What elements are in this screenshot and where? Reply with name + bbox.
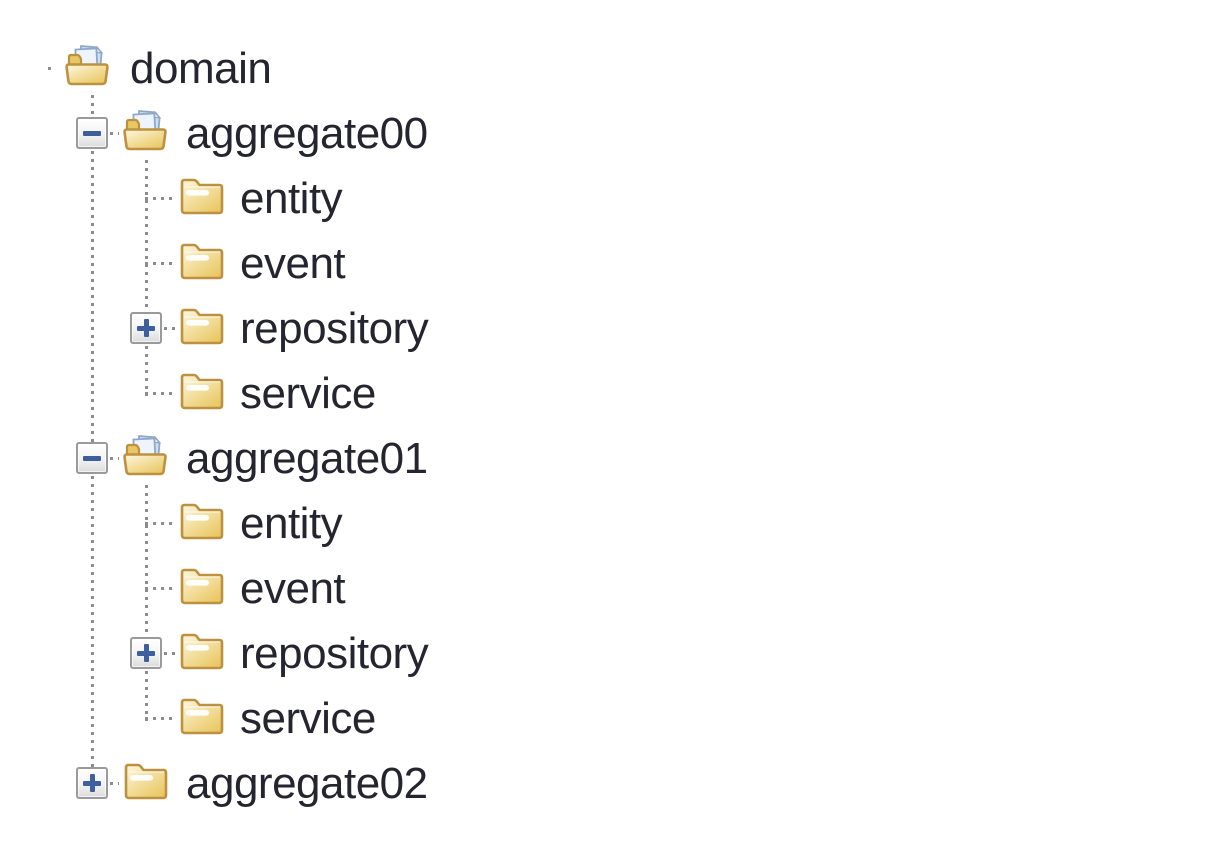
tree-connector-line — [164, 327, 175, 330]
tree-item-label[interactable]: aggregate02 — [186, 759, 428, 808]
tree-connector-line — [110, 132, 119, 135]
tree-item-label[interactable]: event — [240, 564, 346, 613]
tree-row-entity-2: entity — [0, 166, 1208, 231]
expander-minus-icon[interactable] — [76, 117, 108, 149]
folder-open-icon[interactable] — [122, 433, 168, 479]
folder-open-icon[interactable] — [122, 108, 168, 154]
tree-connector-line — [144, 670, 148, 721]
folder-closed-icon[interactable] — [178, 498, 224, 544]
folder-closed-icon[interactable] — [178, 693, 224, 739]
tree-item-label[interactable]: event — [240, 239, 346, 288]
tree-connector-line — [90, 150, 94, 442]
tree-item-label[interactable]: repository — [240, 629, 429, 678]
folder-open-icon[interactable] — [64, 43, 110, 89]
folder-closed-icon[interactable] — [122, 758, 168, 804]
tree-connector-line — [144, 484, 148, 637]
tree-connector-line — [110, 457, 119, 460]
folder-closed-icon[interactable] — [178, 563, 224, 609]
tree-connector-line — [145, 197, 175, 200]
tree-item-label[interactable]: service — [240, 369, 376, 418]
tree-connector-line — [110, 782, 119, 785]
tree-row-aggregate02-11: aggregate02 — [0, 751, 1208, 816]
tree-row-aggregate00-1: aggregate00 — [0, 101, 1208, 166]
expander-plus-icon[interactable] — [76, 767, 108, 799]
tree-item-label[interactable]: domain — [130, 44, 272, 93]
tree-connector-line — [164, 652, 175, 655]
tree-item-label[interactable]: aggregate01 — [186, 434, 428, 483]
tree-connector-line — [144, 159, 148, 312]
tree-connector-line — [145, 587, 175, 590]
tree-row-service-5: service — [0, 361, 1208, 426]
tree-item-label[interactable]: service — [240, 694, 376, 743]
tree-row-repository-4: repository — [0, 296, 1208, 361]
tree-connector-line — [145, 392, 175, 395]
tree-item-label[interactable]: entity — [240, 174, 343, 223]
tree-connector-line — [145, 522, 175, 525]
tree-item-label[interactable]: aggregate00 — [186, 109, 428, 158]
tree-connector-line — [90, 94, 94, 117]
expander-minus-icon[interactable] — [76, 442, 108, 474]
tree-item-label[interactable]: repository — [240, 304, 429, 353]
expander-plus-icon[interactable] — [130, 312, 162, 344]
tree-connector-line — [90, 475, 94, 767]
tree-item-label[interactable]: entity — [240, 499, 343, 548]
tree-connector-line — [145, 717, 175, 720]
tree-row-aggregate01-6: aggregate01 — [0, 426, 1208, 491]
expander-plus-icon[interactable] — [130, 637, 162, 669]
tree-connector-line — [48, 67, 56, 70]
tree-row-event-3: event — [0, 231, 1208, 296]
folder-closed-icon[interactable] — [178, 173, 224, 219]
tree-row-repository-9: repository — [0, 621, 1208, 686]
tree-row-entity-7: entity — [0, 491, 1208, 556]
tree-row-event-8: event — [0, 556, 1208, 621]
folder-closed-icon[interactable] — [178, 303, 224, 349]
tree-row-service-10: service — [0, 686, 1208, 751]
tree-connector-line — [144, 345, 148, 396]
tree-connector-line — [145, 262, 175, 265]
folder-closed-icon[interactable] — [178, 628, 224, 674]
folder-closed-icon[interactable] — [178, 368, 224, 414]
folder-closed-icon[interactable] — [178, 238, 224, 284]
tree-row-domain-0: domain — [0, 36, 1208, 101]
